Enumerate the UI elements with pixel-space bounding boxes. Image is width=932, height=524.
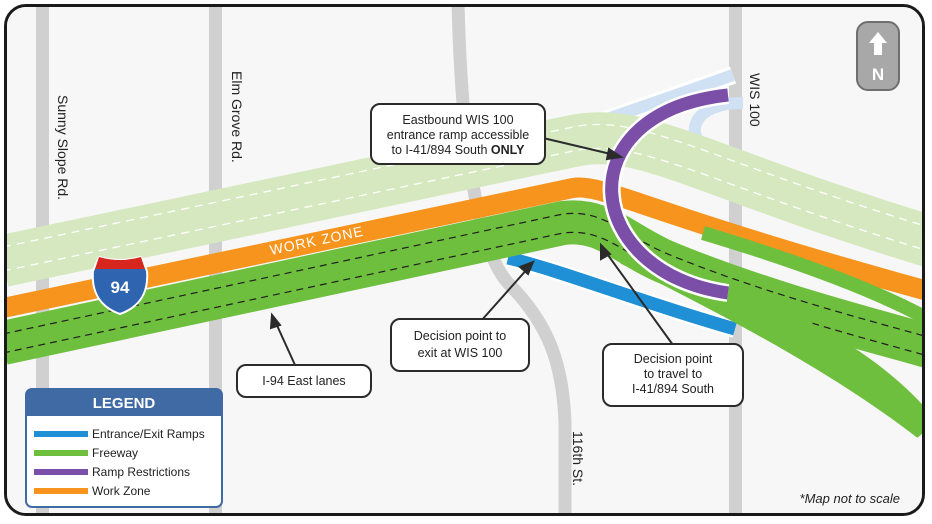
callout-decision-travel: Decision point to travel to I-41/894 Sou… [602,343,744,407]
callout-pointers [269,137,674,366]
north-letter: N [872,65,884,84]
callout-exit-line1: Decision point to [414,329,506,343]
shield-number: 94 [111,278,130,297]
work-zone-band [7,177,922,318]
interstate-94-shield-icon: 94 [91,255,149,316]
legend-label-work-zone: Work Zone [92,484,151,498]
restricted-ramp [605,88,729,300]
pointer-exit [480,266,530,322]
callout-travel-line3: I-41/894 South [632,382,714,396]
callout-exit-line2: exit at WIS 100 [418,346,503,360]
callout-entrance-line2: entrance ramp accessible [387,128,529,142]
westbound-lane-line-2 [7,147,922,271]
pointer-travel [604,250,674,346]
pointer-exit-arrowhead [518,260,535,276]
legend-header [26,389,222,416]
callout-travel-line1: Decision point [634,352,713,366]
pointer-east-lanes-arrowhead [269,312,282,330]
callout-entrance-line3: to I-41/894 South ONLY [392,143,526,157]
label-116th: 116th St. [570,431,586,486]
pointer-entrance-arrowhead [605,147,624,161]
callout-east-lanes-line1: I-94 East lanes [262,374,345,388]
legend-label-restrictions: Ramp Restrictions [92,465,190,479]
callout-east-lanes: I-94 East lanes [236,364,372,398]
callout-decision-exit: Decision point to exit at WIS 100 [390,318,530,372]
north-arrow-icon: N [856,21,900,91]
callout-entrance-ramp: Eastbound WIS 100 entrance ramp accessib… [370,103,546,165]
pointer-entrance [542,137,616,156]
callout-entrance-only: ONLY [491,143,525,157]
pointer-travel-arrowhead [600,242,612,261]
eastbound-lane-line-1 [7,212,922,336]
callout-entrance-line1: Eastbound WIS 100 [402,113,513,127]
pointer-east-lanes [274,320,296,366]
callout-entrance-line3-text: to I-41/894 South [392,143,488,157]
map-canvas: Sunny Slope Rd. Elm Grove Rd. WIS 100 11… [7,7,922,513]
label-wis-100: WIS 100 [747,73,763,127]
label-sunny-slope: Sunny Slope Rd. [55,95,71,200]
westbound-lane-line-1 [7,123,922,247]
freeway-westbound [7,112,922,287]
label-elm-grove: Elm Grove Rd. [229,71,245,163]
legend-title: LEGEND [93,395,156,412]
map-frame: Sunny Slope Rd. Elm Grove Rd. WIS 100 11… [4,4,925,516]
legend-label-ramps: Entrance/Exit Ramps [92,427,205,441]
map-scale-footnote: *Map not to scale [800,491,900,506]
legend: LEGEND Entrance/Exit Ramps Freeway Ramp … [25,388,223,508]
legend-label-freeway: Freeway [92,446,138,460]
street-116th [451,7,572,513]
freeway-i41-branch-4 [700,226,922,324]
callout-travel-line2: to travel to [644,367,702,381]
